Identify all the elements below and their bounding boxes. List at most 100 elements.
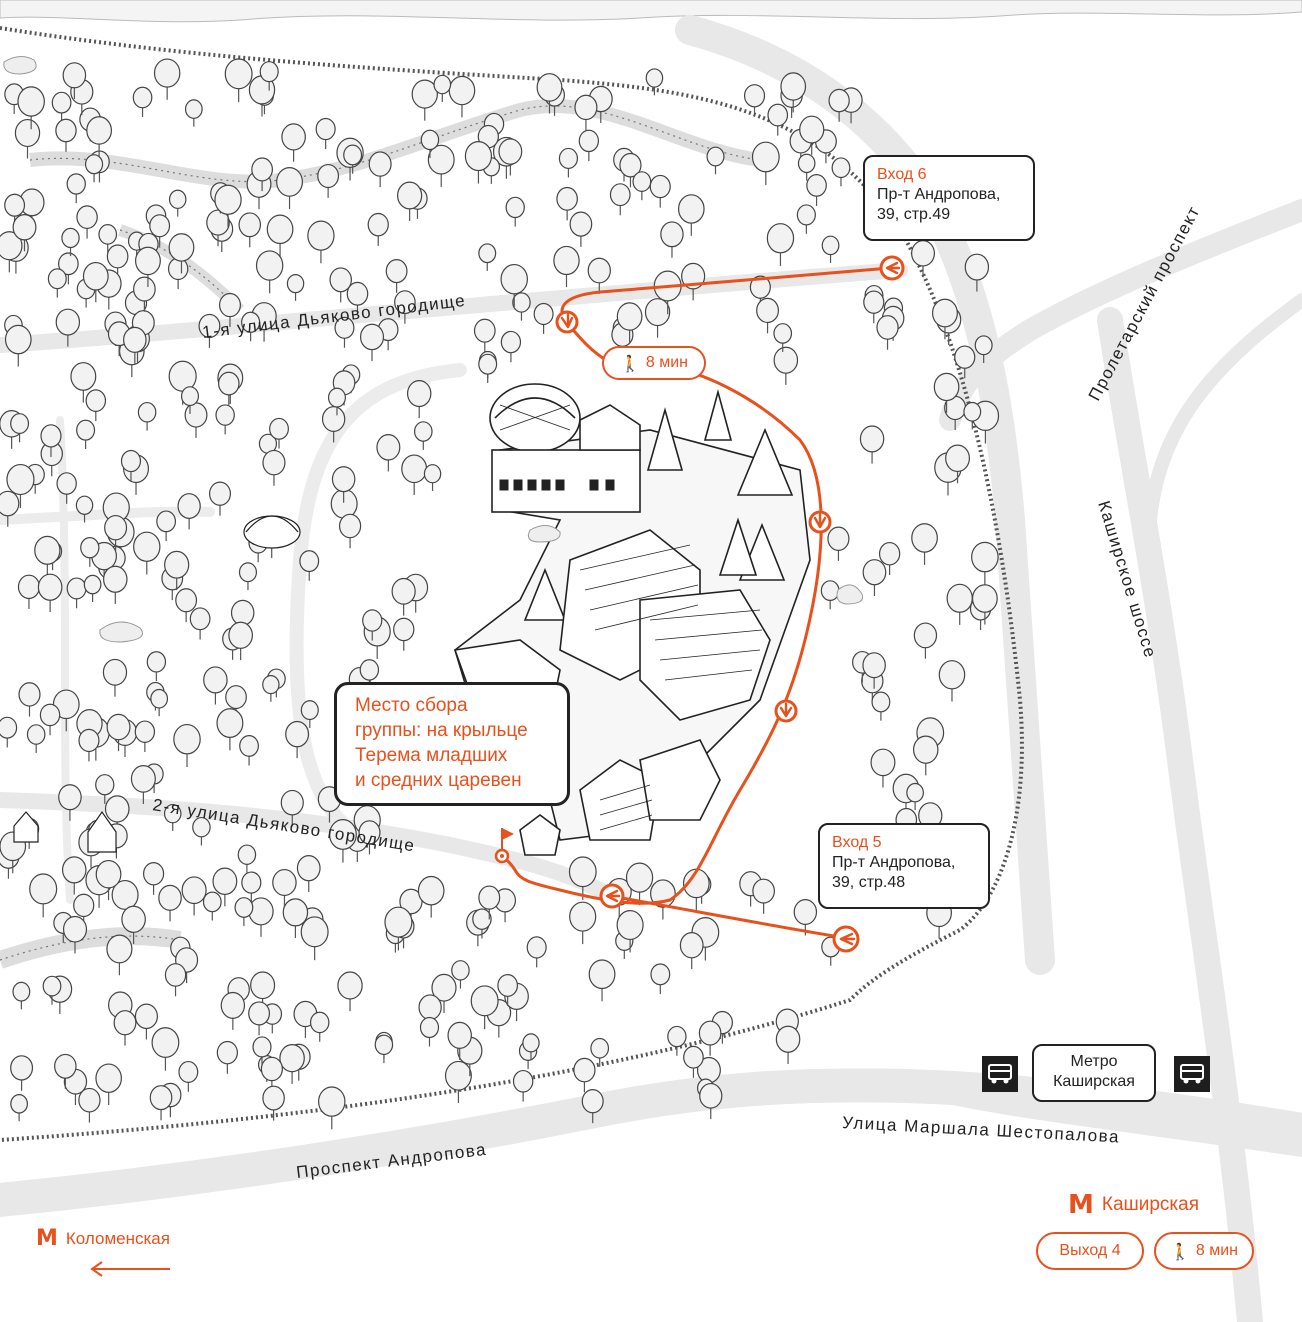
tree	[587, 257, 611, 294]
tree	[609, 183, 631, 216]
tree	[743, 84, 766, 117]
meeting-point-line4: и средних царевен	[355, 770, 522, 791]
tree	[19, 188, 45, 228]
metro-exit-label: Выход 4	[1059, 1242, 1121, 1259]
tree	[78, 728, 100, 762]
tree	[54, 1053, 77, 1089]
tree	[0, 490, 20, 527]
tree	[862, 652, 886, 689]
tree	[56, 472, 77, 504]
tree	[180, 386, 200, 414]
tree	[512, 1069, 534, 1102]
tree	[42, 975, 62, 1005]
tree	[645, 68, 664, 96]
tree	[149, 1085, 173, 1121]
tree	[374, 1034, 394, 1064]
tree	[55, 308, 81, 347]
tree	[944, 395, 967, 431]
tree	[578, 129, 600, 162]
tree	[590, 1037, 610, 1067]
rocks	[3, 56, 864, 643]
tree	[133, 531, 161, 575]
entrance-5-address-line1: Пр-т Андропова,	[832, 854, 956, 871]
tree	[146, 651, 167, 682]
metro-exit-pill[interactable]: Выход 4	[1036, 1232, 1144, 1270]
tree	[120, 449, 142, 482]
meeting-point-line2: группы: на крыльце	[355, 720, 528, 741]
tree	[473, 318, 496, 353]
entrance-5-callout[interactable]: Вход 5 Пр-т Андропова, 39, стр.48	[818, 823, 990, 909]
tree	[632, 171, 652, 201]
tree	[568, 856, 597, 900]
metro-logo-icon: М	[36, 1226, 58, 1251]
tree	[220, 991, 246, 1030]
tree	[780, 72, 807, 113]
tree	[184, 99, 203, 127]
tree	[423, 464, 442, 491]
walk-icon: 🚶	[619, 353, 640, 373]
kolomenskaya-direction-arrow	[90, 1261, 170, 1277]
tree	[581, 1089, 604, 1124]
tree	[113, 1010, 137, 1046]
tree	[505, 196, 525, 227]
meeting-point-line3: Терема младших	[355, 745, 508, 766]
tree	[262, 1085, 285, 1121]
tree	[444, 1060, 472, 1103]
tree	[478, 243, 497, 271]
tree	[616, 910, 644, 953]
tree	[938, 660, 966, 702]
metro-kolomenskaya[interactable]: М Коломенская	[36, 1226, 170, 1251]
tree	[83, 574, 102, 602]
tree	[338, 513, 362, 549]
tree	[12, 214, 37, 252]
tree	[393, 617, 415, 651]
tree	[359, 323, 385, 362]
entrance-5-title: Вход 5	[832, 834, 882, 851]
tree	[683, 1045, 704, 1078]
metro-kashirskaya[interactable]: М Каширская	[1068, 1190, 1199, 1220]
tree	[536, 73, 563, 114]
tree	[102, 658, 128, 697]
entrance-5-address-line2: 39, стр.48	[832, 874, 906, 891]
tree	[106, 934, 133, 976]
tree	[158, 884, 182, 922]
tree	[906, 782, 924, 811]
tree	[29, 873, 58, 918]
tree	[153, 58, 181, 100]
tree	[62, 62, 87, 99]
park-fence	[0, 26, 1024, 1142]
tree	[228, 621, 254, 661]
tree	[797, 153, 816, 181]
tree	[775, 1025, 801, 1064]
tree	[216, 1040, 238, 1074]
tree	[218, 371, 240, 406]
tree	[616, 302, 643, 343]
tree	[218, 292, 241, 328]
entrance-6-callout[interactable]: Вход 6 Пр-т Андропова, 39, стр.49	[863, 155, 1035, 241]
tree	[52, 689, 80, 732]
tree	[133, 276, 156, 312]
tree	[394, 290, 416, 324]
tree	[6, 463, 35, 509]
tree	[248, 1001, 271, 1036]
tree	[134, 1003, 158, 1040]
tree	[214, 184, 242, 228]
tree	[4, 193, 26, 227]
tree	[95, 774, 115, 804]
tree	[300, 916, 329, 961]
tree	[61, 856, 87, 895]
tree	[367, 212, 389, 246]
tree	[272, 868, 297, 908]
tree	[78, 1087, 101, 1123]
tree	[329, 267, 353, 303]
tree	[500, 330, 522, 363]
tree	[58, 252, 79, 285]
tree	[470, 985, 499, 1030]
tree	[37, 573, 63, 612]
tree	[175, 588, 198, 623]
tree	[660, 221, 684, 258]
tree	[878, 541, 901, 575]
tree	[299, 550, 320, 581]
tree	[767, 103, 789, 136]
